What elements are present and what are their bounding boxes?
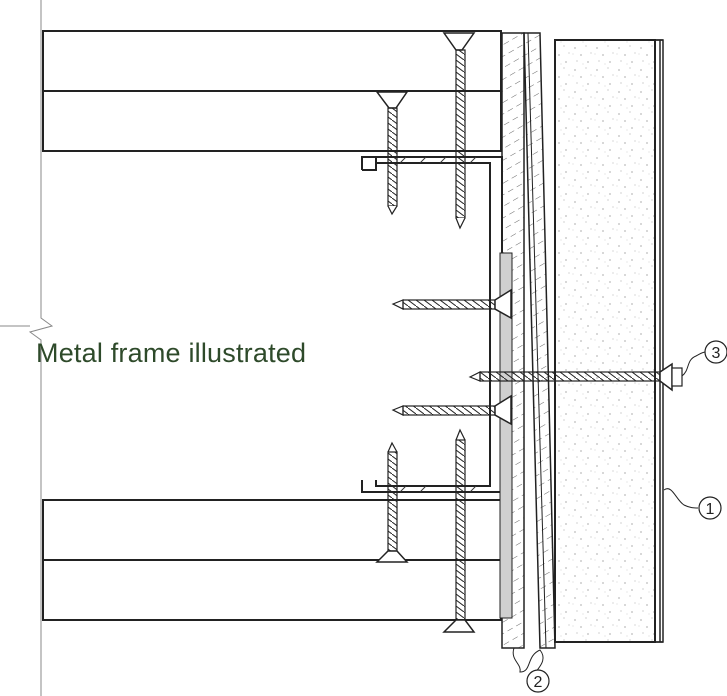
metal-frame-annotation: Metal frame illustrated (36, 338, 307, 368)
vertical-screw-top-short (375, 91, 409, 216)
break-line (0, 0, 54, 696)
callout-2: 2 (526, 669, 550, 693)
horizontal-screw-long (468, 362, 683, 392)
callout-3: 3 (704, 340, 727, 364)
callout-2-label: 2 (534, 674, 543, 691)
top-timber-members (42, 30, 502, 152)
bottom-timber-members (42, 499, 502, 621)
vertical-screw-top-long (442, 32, 476, 230)
callout-1: 1 (698, 496, 722, 520)
shim-strip (499, 252, 513, 619)
vertical-screw-bottom-long (442, 428, 476, 633)
callout-3-label: 3 (712, 345, 721, 362)
horizontal-screw-lower (391, 394, 512, 426)
callout-1-label: 1 (706, 501, 715, 518)
finish-layer (555, 39, 664, 643)
callout-leaders (512, 351, 707, 673)
horizontal-screw-upper (391, 288, 512, 320)
insulation-panel (554, 39, 656, 643)
metal-frame-channel (361, 156, 503, 493)
vertical-screw-bottom-short (375, 441, 409, 563)
channel-flange-hatch (399, 156, 477, 493)
